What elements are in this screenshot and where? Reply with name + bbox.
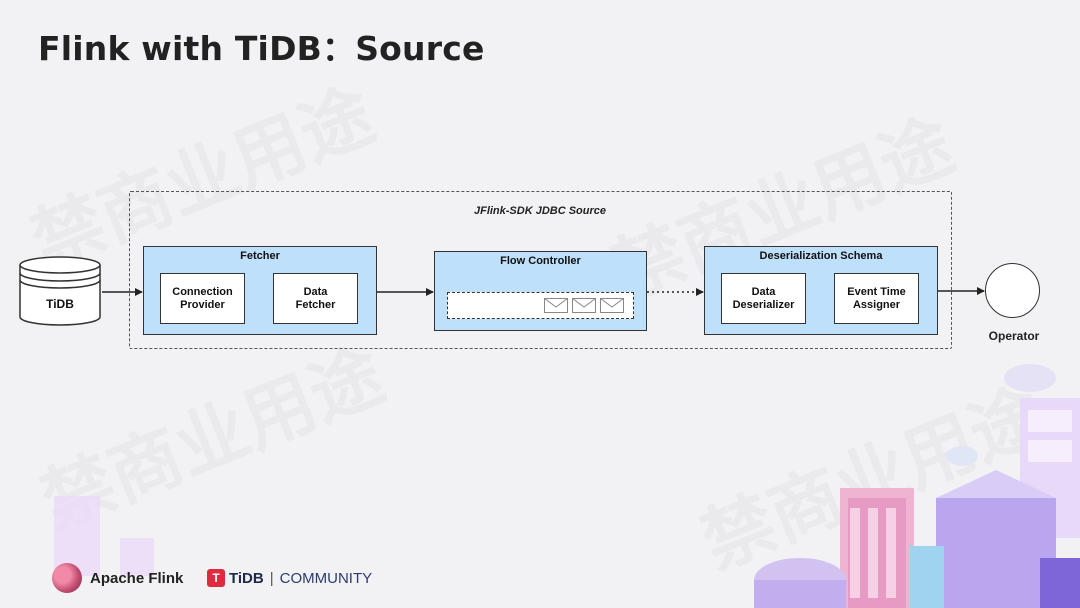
deserialization-schema-box: Deserialization Schema Data Deserializer… [704,246,938,335]
jdbc-source-label: JFlink-SDK JDBC Source [473,205,607,217]
apache-flink-label: Apache Flink [90,569,184,587]
connection-provider-label: Connection Provider [172,285,233,311]
event-time-assigner-label: Event Time Assigner [847,285,906,311]
data-fetcher-label: Data Fetcher [295,285,336,311]
data-deserializer-box: Data Deserializer [721,273,806,324]
operator-node [985,263,1040,318]
fetcher-title: Fetcher [240,250,280,262]
cube-illustration [54,496,154,576]
flow-controller-box: Flow Controller [434,251,647,331]
tidb-community-label: COMMUNITY [279,569,373,587]
brand-divider: | [269,569,274,587]
envelope-icon [600,298,624,313]
apache-flink-brand: Apache Flink [52,563,183,593]
slide-title: Flink with TiDB：Source [38,29,485,68]
event-time-assigner-box: Event Time Assigner [834,273,919,324]
connection-provider-box: Connection Provider [160,273,245,324]
tidb-community-brand: T TiDB | COMMUNITY [207,569,372,587]
flink-squirrel-logo [52,563,82,593]
envelope-icon [544,298,568,313]
tidb-brand-name: TiDB [229,569,264,587]
message-queue [447,292,634,319]
tidb-label: TiDB [46,297,74,311]
flow-controller-title: Flow Controller [500,255,581,267]
tidb-database-icon [19,256,101,326]
deserialization-schema-title: Deserialization Schema [759,250,883,262]
city-illustration [754,364,1080,608]
jdbc-source-boundary [129,191,952,349]
fetcher-box: Fetcher Connection Provider Data Fetcher [143,246,377,335]
envelope-icon [572,298,596,313]
data-deserializer-label: Data Deserializer [732,285,795,311]
operator-label: Operator [988,329,1040,343]
tidb-logo-icon: T [207,569,225,587]
data-fetcher-box: Data Fetcher [273,273,358,324]
